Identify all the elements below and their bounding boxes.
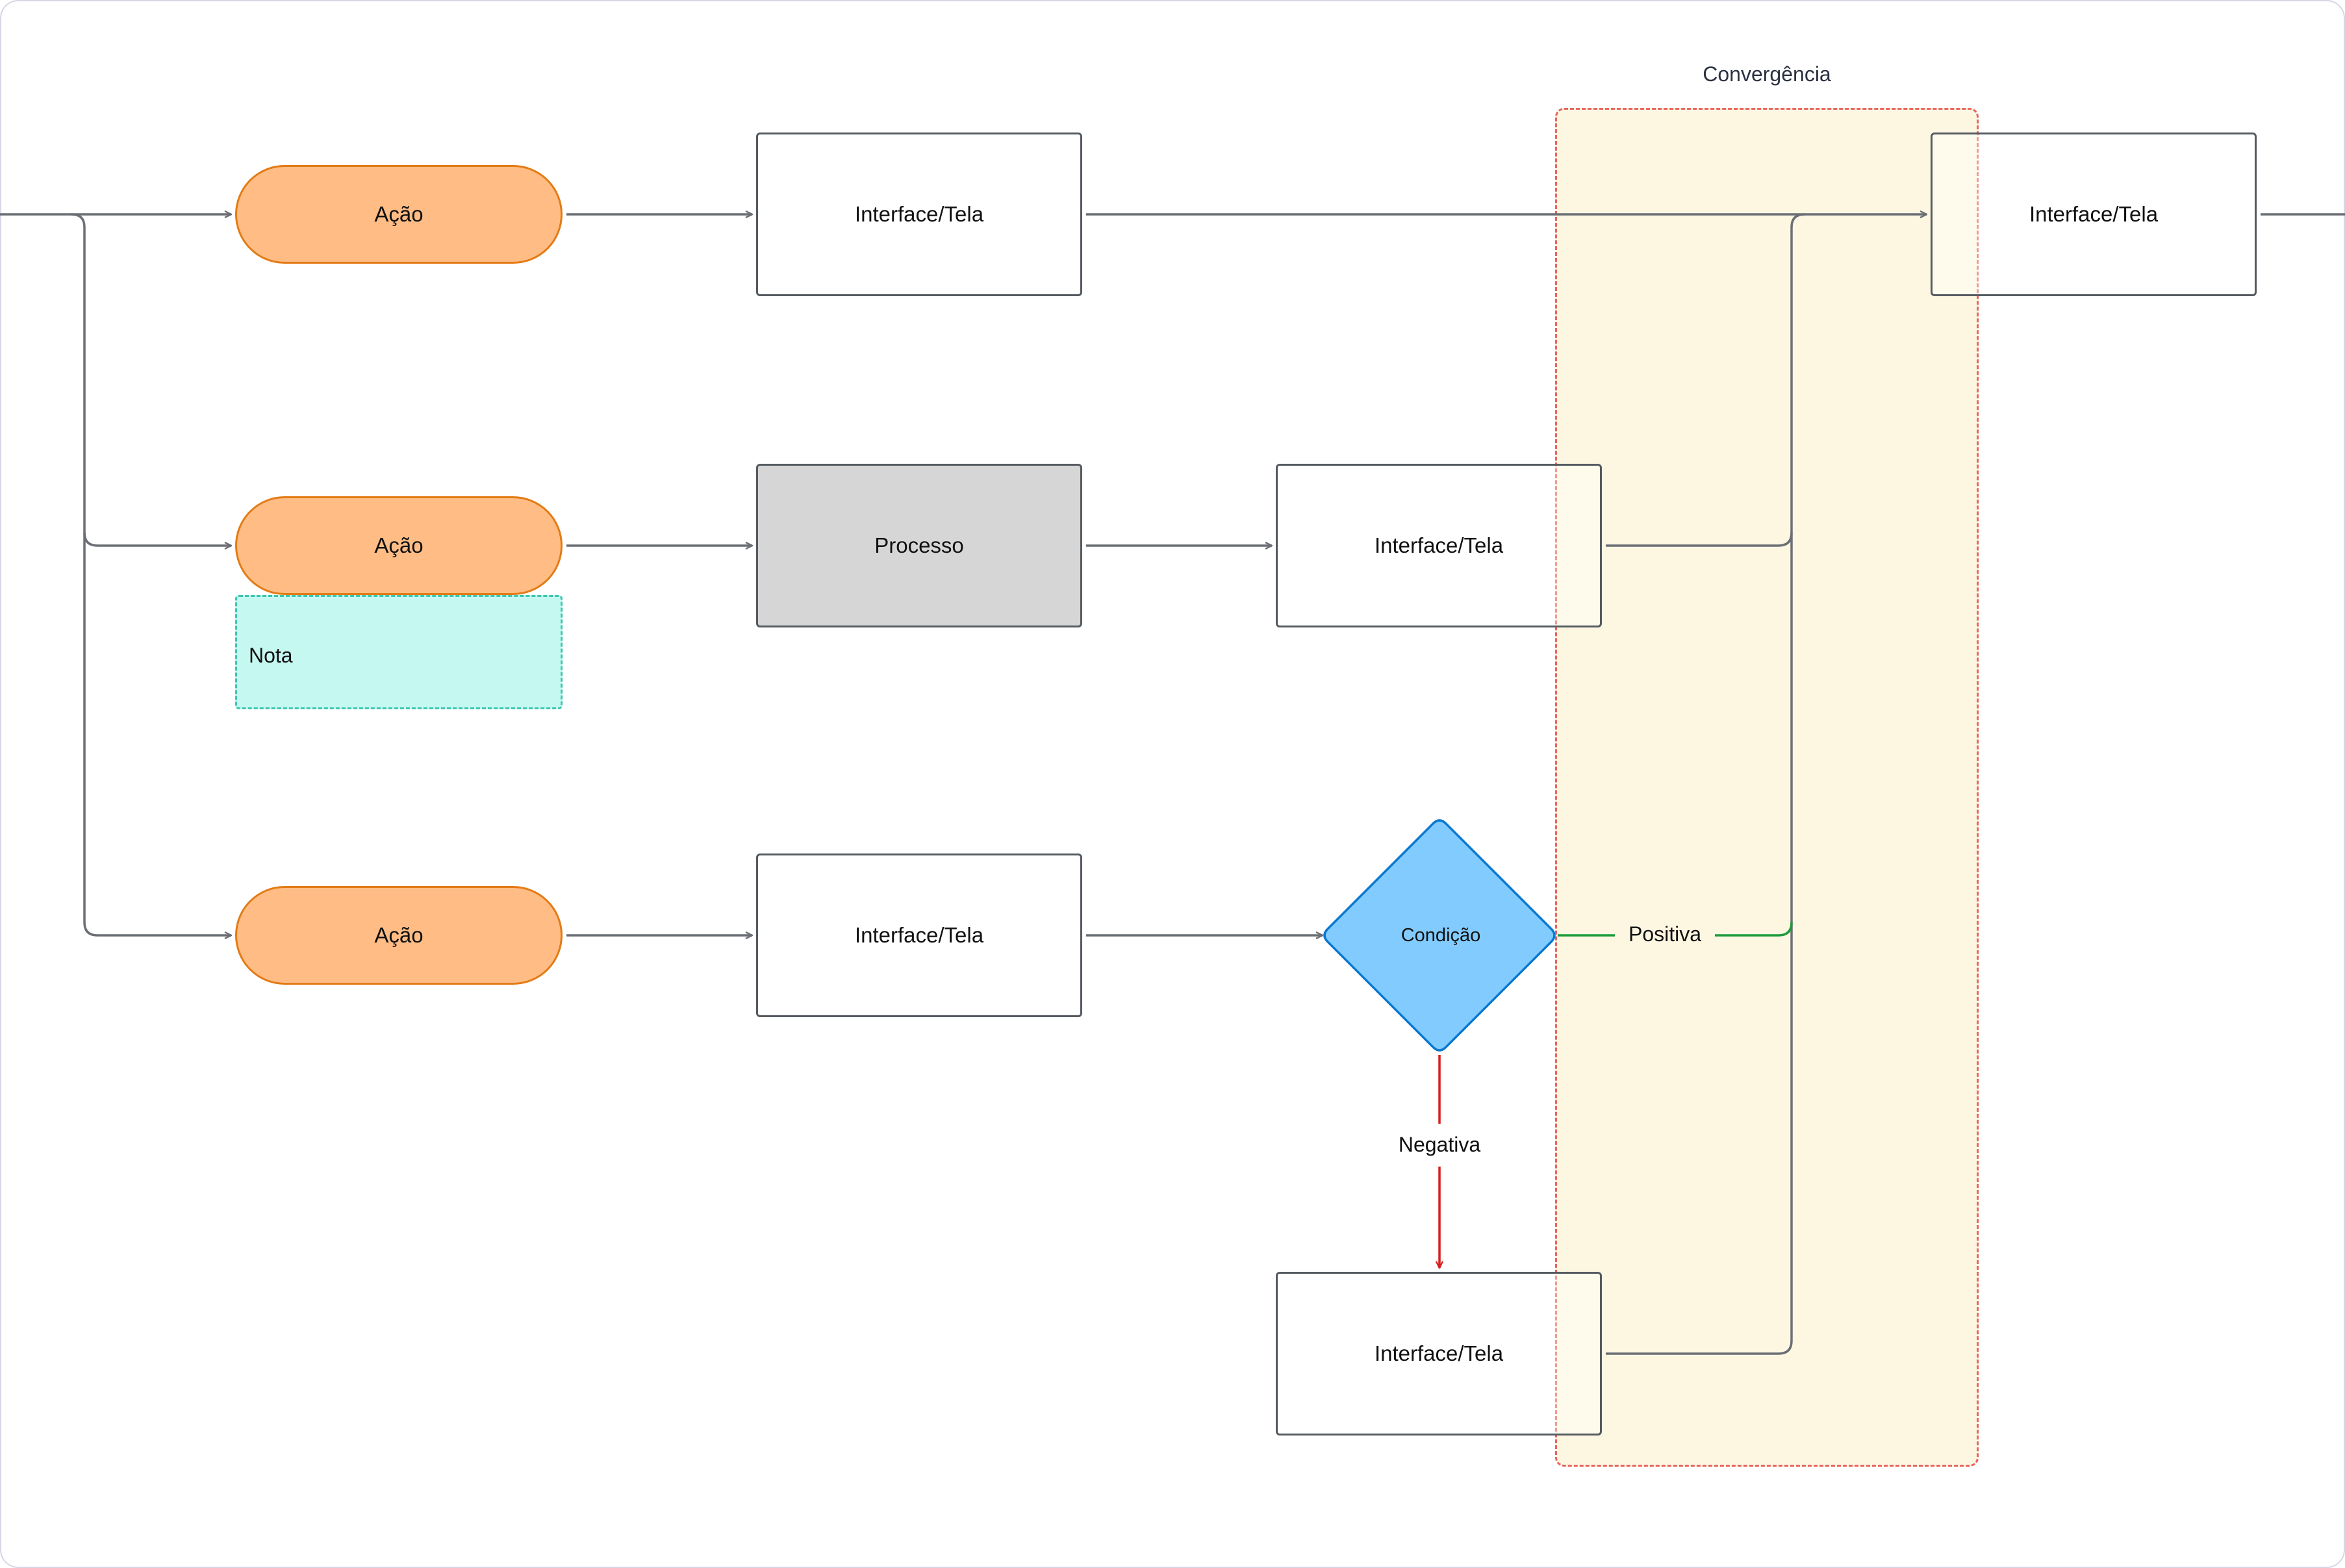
- target-screen-node[interactable]: Interface/Tela: [1931, 133, 2257, 296]
- screen-node-1[interactable]: Interface/Tela: [756, 133, 1082, 296]
- screen-node-2[interactable]: Interface/Tela: [1276, 464, 1602, 627]
- positive-edge-right: [1715, 922, 1793, 937]
- negative-screen-node[interactable]: Interface/Tela: [1276, 1272, 1602, 1435]
- condition-diamond[interactable]: [1323, 819, 1556, 1052]
- process-node[interactable]: Processo: [756, 464, 1082, 627]
- action-node-2[interactable]: Ação: [235, 496, 563, 595]
- positive-edge-label: Positiva: [1628, 922, 1702, 946]
- convergence-group[interactable]: [1555, 108, 1979, 1467]
- entry-to-action-2: [83, 532, 231, 546]
- screen-node-3[interactable]: Interface/Tela: [756, 854, 1082, 1017]
- action-node-1[interactable]: Ação: [235, 165, 563, 264]
- note-node[interactable]: Nota: [235, 595, 563, 709]
- condition-label: Condição: [1401, 924, 1481, 946]
- entry-connector: [0, 213, 231, 935]
- convergence-bus: [1606, 213, 1805, 1355]
- screen-2-to-convergence: [1606, 532, 1793, 547]
- convergence-label: Convergência: [1703, 62, 1831, 86]
- action-node-3[interactable]: Ação: [235, 886, 563, 985]
- negative-edge-label: Negativa: [1398, 1133, 1481, 1156]
